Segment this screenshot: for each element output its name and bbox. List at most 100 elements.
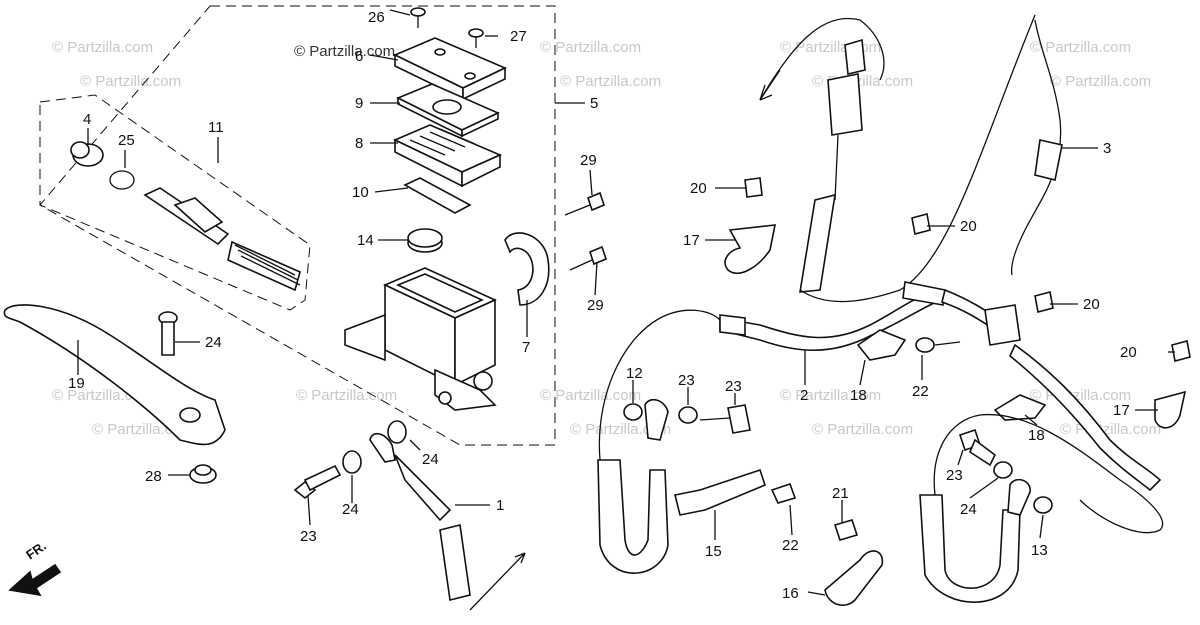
callout-13: 13 — [1031, 542, 1048, 559]
nut-27 — [189, 464, 217, 484]
hose-left-lower — [597, 459, 669, 574]
bolt-29-lower — [569, 245, 607, 271]
bolt-20-b — [911, 213, 931, 235]
cable-upper — [759, 17, 885, 293]
watermark: © Partzilla.com — [80, 73, 181, 90]
cable-loop — [799, 14, 1036, 303]
pivot-bolt-21 — [158, 311, 178, 356]
callout-10: 10 — [352, 184, 369, 201]
flow-arrow-lower — [469, 552, 526, 611]
watermark: © Partzilla.com — [1050, 73, 1151, 90]
callout-7: 7 — [522, 339, 530, 356]
watermark-dark: © Partzilla.com — [294, 43, 395, 60]
boot-14 — [407, 228, 443, 253]
bolt-20-c — [1034, 291, 1054, 313]
callout-27: 28 — [145, 468, 162, 485]
bolt-28 — [915, 337, 961, 353]
holder-7 — [504, 232, 550, 306]
callout-11: 11 — [208, 119, 224, 136]
watermark: © Partzilla.com — [570, 421, 671, 438]
brake-hose-2 — [719, 281, 946, 351]
washer-24-c — [678, 406, 698, 424]
brake-hose-1 — [369, 432, 471, 601]
banjo-bolt-23-right — [958, 428, 997, 467]
callout-2: 2 — [800, 387, 808, 404]
brake-pipe-3-sleeve — [1034, 139, 1063, 181]
watermark: © Partzilla.com — [780, 39, 881, 56]
callout-28: 22 — [912, 383, 929, 400]
cable-right-loop — [933, 413, 1164, 534]
callout-21: 24 — [205, 334, 222, 351]
callout-19: 19 — [68, 375, 85, 392]
callout-29-lower: 29 — [587, 297, 604, 314]
callout-14: 14 — [357, 232, 374, 249]
callout-4: 4 — [83, 111, 91, 128]
clip-18-right — [993, 394, 1047, 421]
callout-20-c: 20 — [1083, 296, 1100, 313]
bolt-22-a — [770, 482, 797, 504]
reservoir-plate-9 — [396, 83, 500, 138]
cup-4 — [70, 141, 104, 167]
clamp-17-left — [724, 224, 776, 274]
callout-6: 6 — [355, 48, 363, 65]
watermark: © Partzilla.com — [52, 39, 153, 56]
callout-26-right: 27 — [510, 28, 527, 45]
watermark: © Partzilla.com — [1060, 421, 1161, 438]
watermark: © Partzilla.com — [560, 73, 661, 90]
callout-8: 8 — [355, 135, 363, 152]
piston-assembly — [143, 187, 230, 246]
callout-22-right: 21 — [832, 485, 849, 502]
clamp-17-right — [1154, 390, 1187, 429]
watermark: © Partzilla.com — [296, 387, 397, 404]
callout-29-upper: 29 — [580, 152, 597, 169]
banjo-bolt-23-left — [293, 464, 342, 500]
spring — [227, 240, 301, 292]
bolt-29-upper — [564, 191, 605, 216]
diaphragm-8 — [393, 124, 502, 188]
banjo-bolt-23-center — [699, 404, 751, 434]
watermark: © Partzilla.com — [1030, 39, 1131, 56]
washer-24-b — [387, 420, 407, 444]
banjo-fitting-right — [1007, 478, 1031, 516]
callout-24-right: 24 — [960, 501, 977, 518]
callout-9: 9 — [355, 95, 363, 112]
callout-22-left: 22 — [782, 537, 799, 554]
callout-23-center: 23 — [725, 378, 742, 395]
callout-20-a: 20 — [690, 180, 707, 197]
piston-kit-outline-11 — [39, 94, 311, 311]
callout-20-d: 20 — [1120, 344, 1137, 361]
three-way-joint — [941, 288, 1162, 492]
clip-18-center — [856, 329, 907, 361]
watermark: © Partzilla.com — [812, 73, 913, 90]
callout-25: 25 — [118, 132, 135, 149]
plate-10 — [403, 177, 472, 214]
lever-pivot — [179, 407, 201, 423]
master-cylinder-body — [344, 267, 497, 411]
brake-lever-19 — [3, 304, 226, 446]
stay-15 — [674, 468, 766, 516]
watermark-group: © Partzilla.com © Partzilla.com © Partzi… — [52, 39, 1161, 438]
banjo-fitting-12 — [623, 398, 669, 441]
flow-arrow-upper — [759, 69, 781, 101]
watermark: © Partzilla.com — [540, 39, 641, 56]
callout-24-center: 23 — [678, 372, 695, 389]
watermark: © Partzilla.com — [780, 387, 881, 404]
leader-lines — [77, 9, 1175, 596]
bolt-22-b — [833, 519, 859, 541]
callout-12: 12 — [626, 365, 643, 382]
screw-26-left — [410, 7, 426, 28]
front-direction-label: FR. — [23, 538, 49, 562]
watermark: © Partzilla.com — [812, 421, 913, 438]
callout-18-center: 18 — [850, 387, 867, 404]
watermark: © Partzilla.com — [540, 387, 641, 404]
callout-24-left: 24 — [342, 501, 359, 518]
reservoir-cap-6 — [393, 37, 507, 101]
callout-23-right: 23 — [946, 467, 963, 484]
clamp-16 — [824, 550, 884, 606]
callout-15: 15 — [705, 543, 722, 560]
callout-5: 5 — [590, 95, 598, 112]
callout-26-left: 26 — [368, 9, 385, 26]
callout-labels: 26 27 6 9 8 10 14 5 7 29 29 4 25 11 24 1… — [68, 9, 1137, 602]
screw-26-right — [468, 28, 484, 48]
